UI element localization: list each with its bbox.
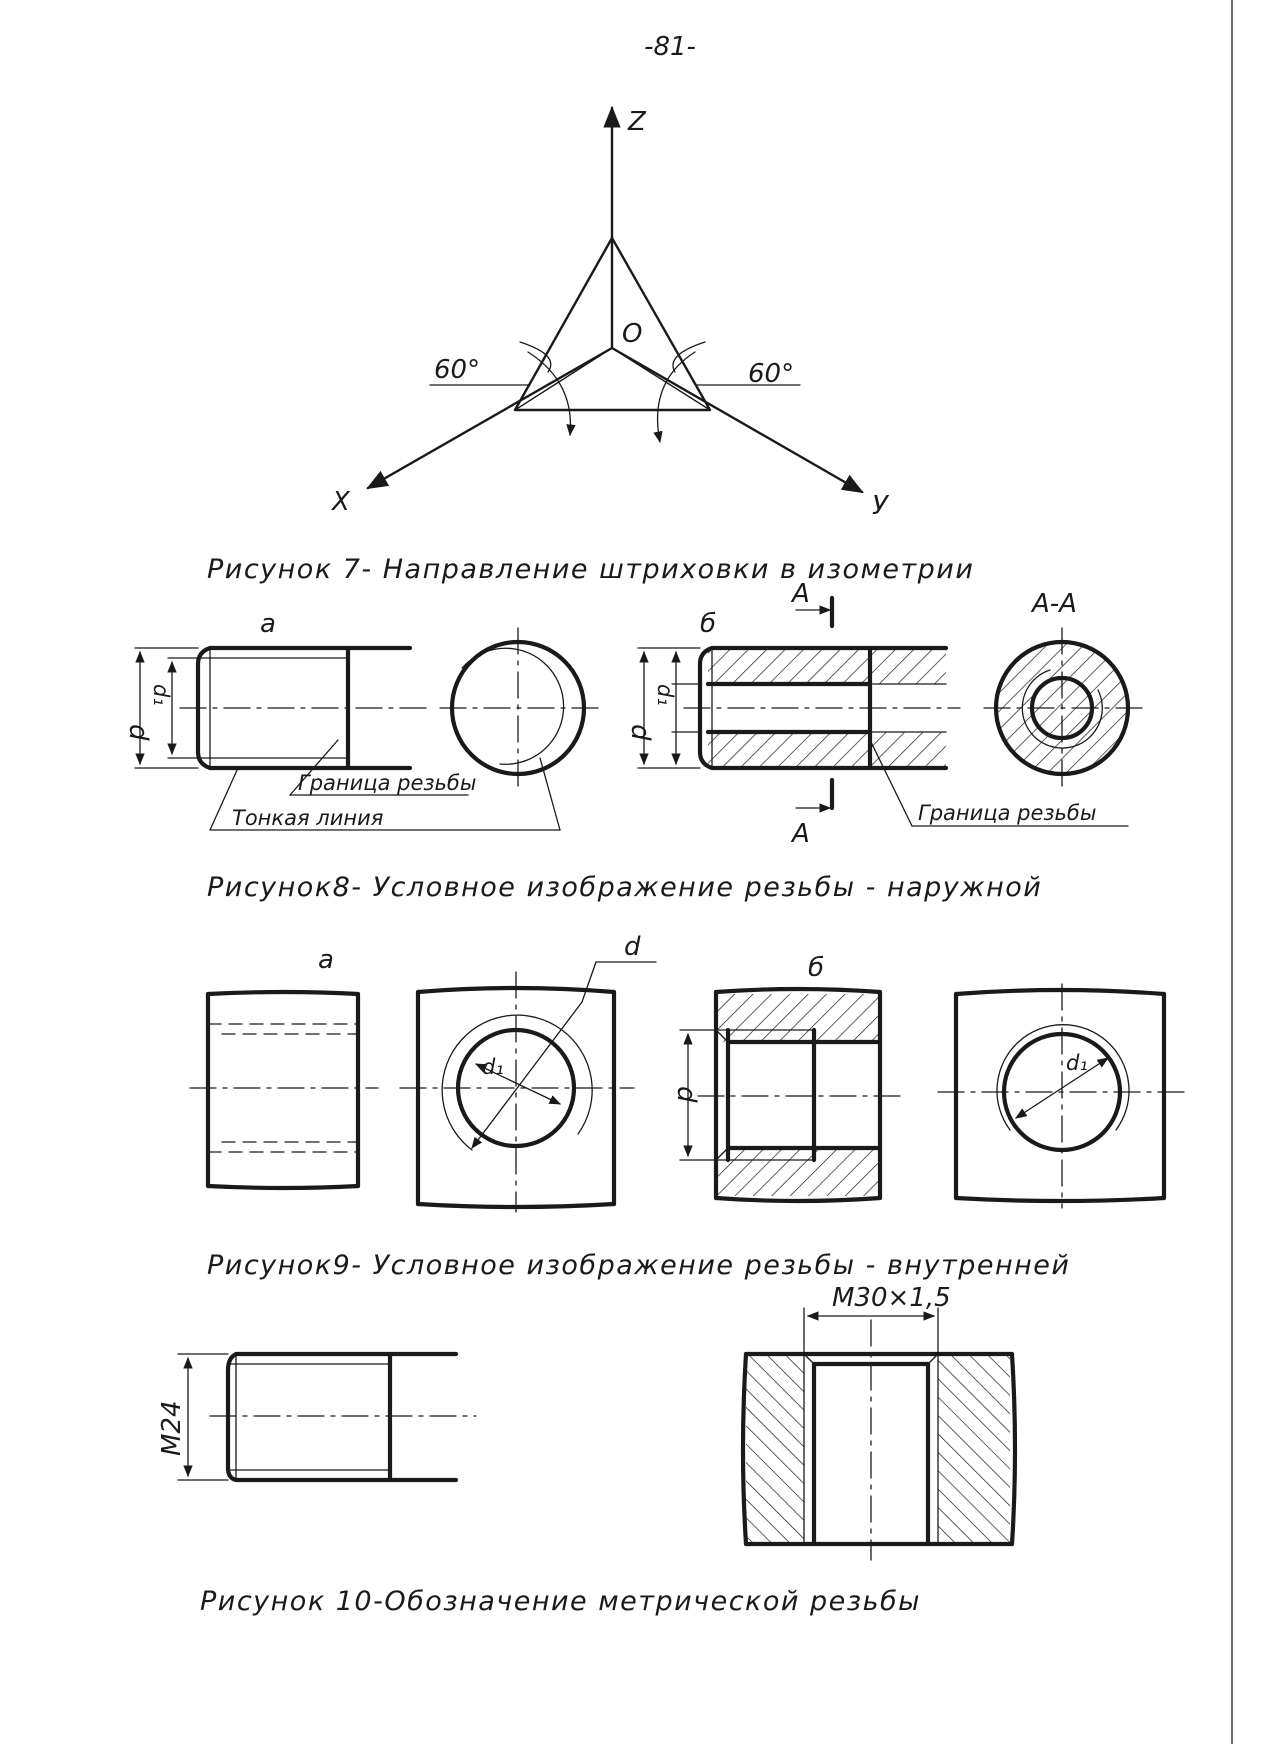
section-mark-bottom: А <box>790 819 810 849</box>
leader-thin-line-rod <box>209 767 239 831</box>
dimension-d-9-leader <box>581 961 597 1003</box>
hole-section-hatch-bottom <box>716 1148 880 1196</box>
x-axis-label: X <box>330 487 351 517</box>
section-hatch-bottom <box>708 732 946 768</box>
figure-7-isometric-hatching: 60° 60° О Z X У Рисунок 7- Направление ш… <box>207 105 974 585</box>
threaded-hole-thread-arc-b <box>996 1024 1130 1131</box>
dimension-d1-a-label: d₁ <box>149 684 173 706</box>
rod-outline-10 <box>225 1351 459 1483</box>
leader-boundary-a <box>289 739 339 796</box>
hole-hatch-left-10 <box>746 1354 804 1544</box>
plate-view-1-breaks <box>205 989 361 1191</box>
figure-9-variant-a: а <box>318 945 334 975</box>
dimension-d-b-label: d <box>625 724 655 741</box>
leader-boundary-b <box>869 739 913 827</box>
figure-9-variant-b: б <box>808 953 824 983</box>
figure-8-variant-a: а <box>260 609 276 639</box>
origin-label: О <box>622 319 642 349</box>
threaded-hole-thread-arc <box>441 1014 593 1151</box>
figure-8-caption: Рисунок8- Условное изображение резьбы - … <box>207 872 1042 903</box>
figure-10-caption: Рисунок 10-Обозначение метрической резьб… <box>200 1586 921 1617</box>
section-mark-top: А <box>790 579 810 609</box>
figure-9-caption: Рисунок9- Условное изображение резьбы - … <box>207 1250 1070 1281</box>
dimension-d-9b-label: d <box>671 1086 701 1103</box>
label-thread-boundary-b: Граница резьбы <box>918 801 1096 825</box>
y-axis <box>610 346 864 494</box>
figure-7-caption: Рисунок 7- Направление штриховки в изоме… <box>207 554 974 585</box>
dimension-d-9-label: d <box>624 932 641 962</box>
end-view-thread-arc-a <box>461 647 565 765</box>
hole-hatch-right-10 <box>938 1354 1010 1544</box>
figure-10-metric-thread: М24 М30×1,5 Рисунок 10-Обозначение метри… <box>157 1283 1018 1617</box>
angle-arc-right-upper <box>672 341 706 373</box>
dimension-d1-b-label: d₁ <box>653 684 677 706</box>
section-title: А-А <box>1030 589 1077 619</box>
angle-arc-left <box>527 351 576 437</box>
hole-section-sides <box>713 989 883 1201</box>
angle-label-left: 60° <box>434 355 480 385</box>
plate-section-10-breaks <box>740 1351 1018 1547</box>
angle-arc-left-upper <box>519 341 552 373</box>
figure-9-internal-thread: а б d d₁ <box>189 932 1185 1281</box>
label-thin-line: Тонкая линия <box>232 806 383 830</box>
plate-view-4-breaks <box>953 987 1167 1204</box>
x-axis <box>366 346 614 490</box>
label-m30x1-5: М30×1,5 <box>832 1283 951 1313</box>
angle-label-right: 60° <box>748 359 794 389</box>
plate-section-10-edges <box>743 1351 1015 1547</box>
y-axis-label: У <box>872 491 890 521</box>
label-m24: М24 <box>157 1400 187 1456</box>
dimension-d1-9b-label: d₁ <box>1066 1051 1088 1075</box>
z-axis-label: Z <box>627 107 647 137</box>
figure-8-variant-b: б <box>700 609 716 639</box>
hole-section-breaks <box>713 986 883 1204</box>
figure-8-external-thread: а d d₁ Граница резьбы Тонкая линия б <box>123 579 1143 903</box>
hole-chamfer-left-10 <box>803 1353 815 1365</box>
dimension-d-a-label: d <box>123 724 153 741</box>
dimension-d1-9b <box>1015 1057 1109 1119</box>
angle-arc-right <box>653 351 696 444</box>
plate-view-4-sides <box>953 991 1167 1201</box>
hole-chamfer-right-10 <box>927 1353 939 1365</box>
dimension-d1-9a <box>474 1063 562 1105</box>
section-aa-thread-arc <box>1021 669 1103 749</box>
plate-view-1-sides <box>205 991 361 1189</box>
section-hatch-top <box>708 648 946 684</box>
hatch-outline <box>513 236 712 412</box>
dimension-d1-9a-label: d₁ <box>482 1055 504 1079</box>
label-thread-boundary-a: Граница резьбы <box>298 771 476 795</box>
hole-section-hatch-top <box>716 994 880 1042</box>
page-number: -81- <box>644 32 696 62</box>
plate-view-2-sides <box>415 989 617 1207</box>
